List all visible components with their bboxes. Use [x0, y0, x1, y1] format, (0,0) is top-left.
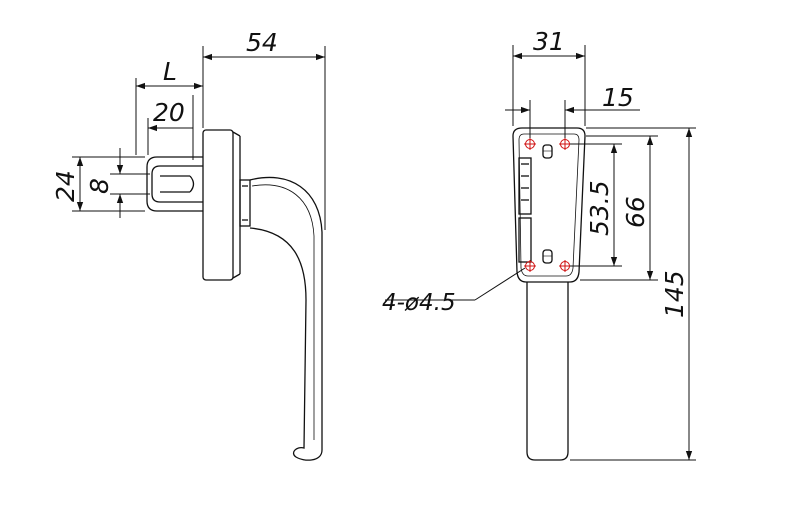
spindle-shaft	[146, 156, 203, 212]
dim-66-label: 66	[621, 196, 650, 228]
dim-53-5-label: 53.5	[585, 180, 614, 236]
front-slot-lower	[518, 217, 532, 263]
dim-54-label: 54	[246, 28, 278, 57]
dim-l-label: L	[163, 57, 177, 86]
dim-20-label: 20	[153, 98, 185, 127]
front-base-plate	[512, 127, 586, 283]
side-view-dimensions	[72, 46, 326, 230]
spindle-slot	[151, 165, 203, 203]
dim-24-label: 24	[51, 170, 80, 202]
hole-bottom-left	[524, 260, 536, 272]
hole-bottom-right	[559, 260, 571, 272]
mounting-holes	[524, 138, 571, 272]
dim-8-label: 8	[85, 178, 114, 194]
hole-top-right	[559, 138, 571, 150]
front-lever	[526, 282, 569, 461]
front-view	[512, 127, 586, 461]
front-slot-upper	[518, 157, 532, 215]
front-view-dimensions	[385, 45, 696, 461]
base-plate	[202, 129, 234, 281]
dim-31-label: 31	[533, 27, 565, 56]
handle-neck	[239, 179, 251, 227]
dim-145-label: 145	[660, 270, 689, 318]
side-view	[146, 129, 323, 461]
hole-callout-label: 4-ø4.5	[382, 290, 456, 316]
hole-top-left	[524, 138, 536, 150]
dim-15-label: 15	[602, 83, 634, 112]
lever-arm	[249, 176, 323, 461]
